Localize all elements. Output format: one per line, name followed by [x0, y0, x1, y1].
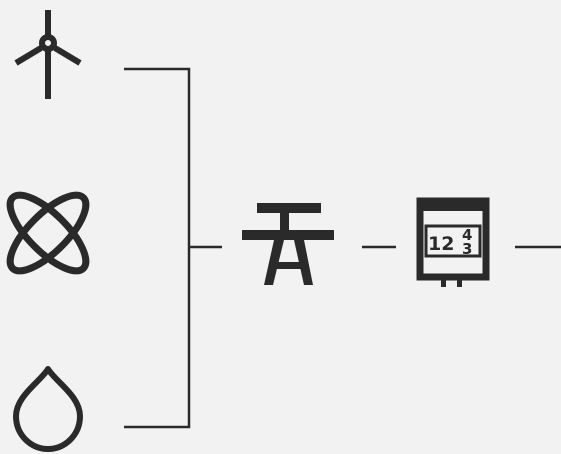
electricity-meter-icon: 12 4 3 — [416, 197, 490, 287]
meter-digit-top: 4 — [462, 226, 472, 244]
atom-icon — [6, 191, 90, 275]
power-transmission-tower-icon — [242, 203, 334, 285]
meter-digits: 12 — [428, 233, 454, 255]
source-bracket-connector — [124, 67, 222, 429]
water-drop-icon — [13, 366, 83, 452]
wind-turbine-icon — [14, 10, 82, 99]
meter-digit-bottom: 3 — [462, 240, 472, 258]
